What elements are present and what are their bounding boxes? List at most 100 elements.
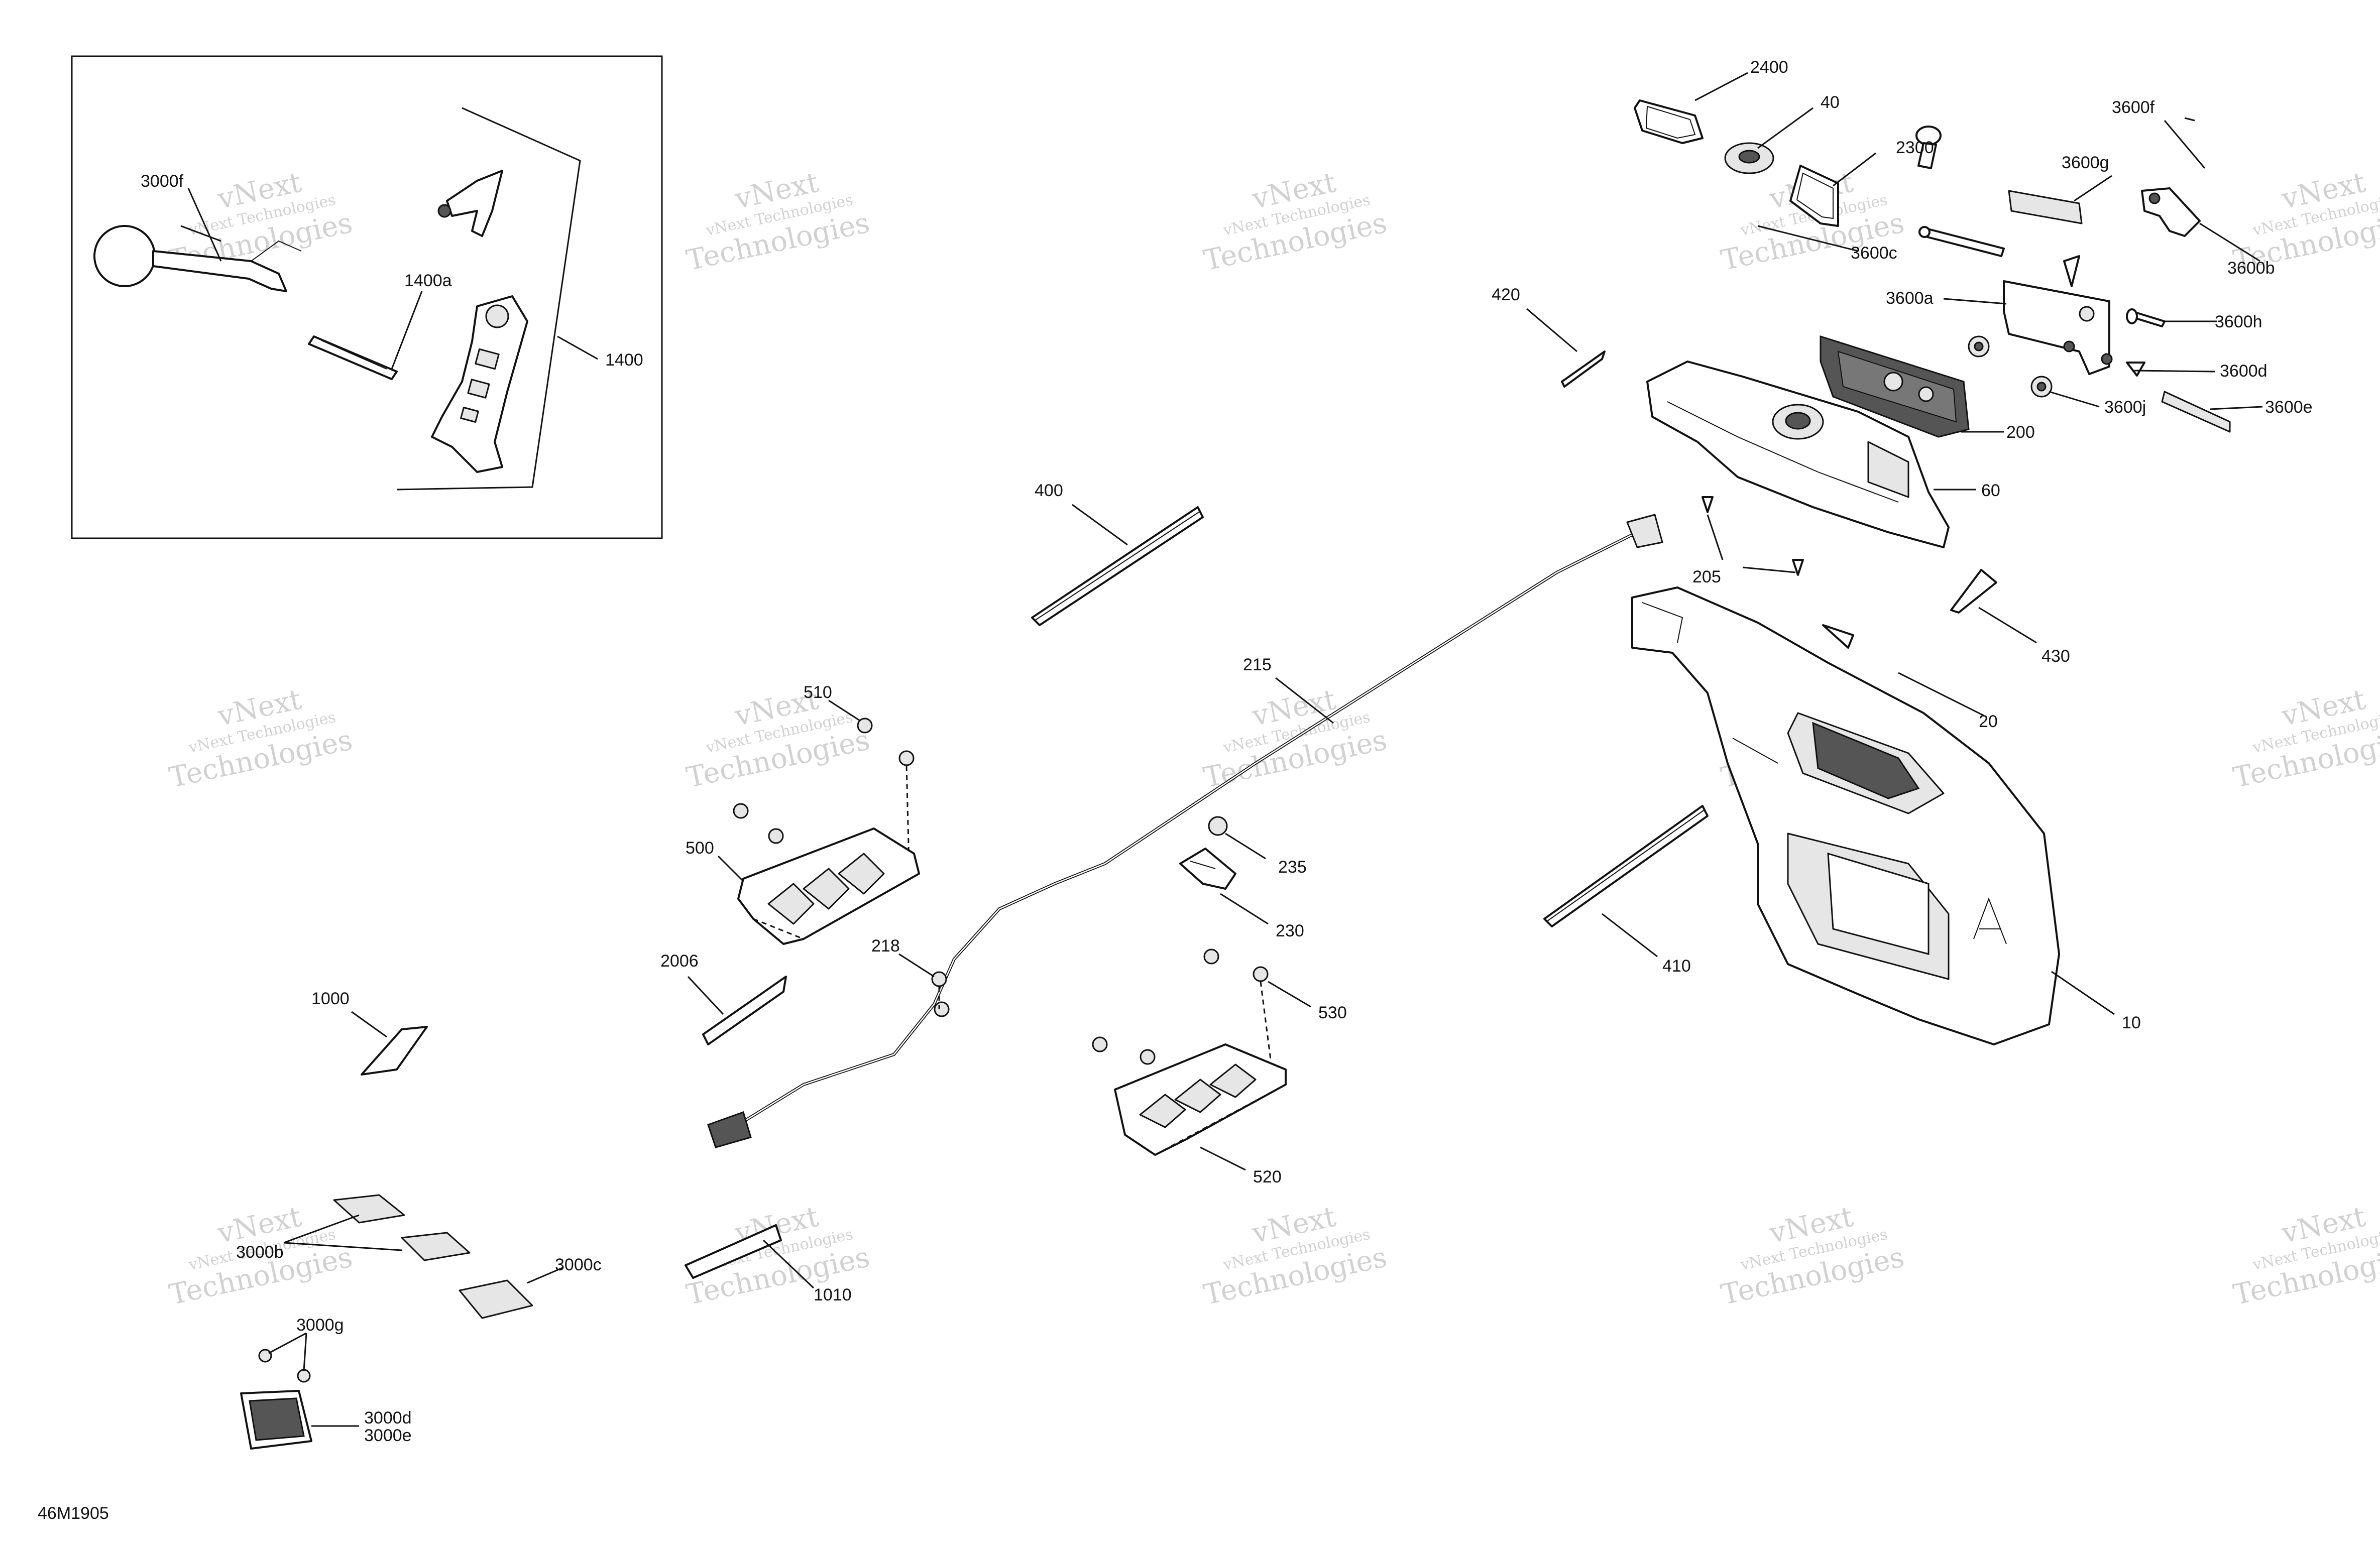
callout-3000g[interactable]: 3000g — [296, 1316, 344, 1335]
part-3600-nut-left[interactable] — [1968, 335, 1990, 358]
part-3600d-clip[interactable] — [2126, 362, 2145, 377]
callout-3600a[interactable]: 3600a — [1886, 289, 1934, 308]
part-3600g-pad[interactable] — [2008, 190, 2083, 224]
part-3000c-pad[interactable] — [459, 1279, 533, 1319]
part-1400a-strap[interactable] — [308, 335, 398, 380]
watermark: vNext Technologies Technologies vNext — [684, 166, 872, 277]
part-2400-decal[interactable] — [1634, 99, 1704, 144]
part-1400-wrench[interactable] — [431, 295, 528, 473]
part-1000-decal[interactable] — [361, 1026, 428, 1076]
part-500-footrest[interactable] — [737, 827, 920, 945]
part-430-decal[interactable] — [1950, 569, 1997, 614]
part-2300-decal[interactable] — [1789, 165, 1839, 227]
part-20-decal[interactable] — [1822, 624, 1854, 649]
part-3600f-knob[interactable] — [1915, 126, 1942, 169]
part-60-dash-cover[interactable] — [1646, 361, 1950, 548]
part-200-display[interactable] — [1820, 335, 1970, 438]
part-3000g-screws[interactable] — [258, 1349, 311, 1383]
part-3000f-mirror[interactable] — [93, 225, 302, 292]
part-400-decal[interactable] — [1031, 506, 1204, 626]
watermark: vNext Technologies Technologies vNext — [1201, 166, 1390, 277]
part-510-nut[interactable] — [733, 718, 915, 864]
part-1400-tool-small[interactable] — [437, 170, 503, 237]
part-3000b-pads[interactable] — [333, 1194, 471, 1261]
part-410-decal[interactable] — [1543, 805, 1709, 927]
callout-510[interactable]: 510 — [804, 683, 832, 702]
callout-410[interactable]: 410 — [1662, 957, 1691, 976]
callout-3600h[interactable]: 3600h — [2215, 312, 2262, 331]
watermark: vNext Technologies Technologies vNext — [1201, 683, 1390, 794]
watermark: vNext Technologies Technologies vNext — [1718, 1201, 1907, 1312]
callout-labels: 3000f 1400a 1400 2400 40 2300 3600f 3600… — [141, 58, 2313, 1445]
callout-200[interactable]: 200 — [2006, 423, 2035, 442]
callout-420[interactable]: 420 — [1492, 285, 1520, 304]
part-3000d-bezel[interactable] — [240, 1390, 312, 1450]
part-2006-decal[interactable] — [702, 976, 787, 1045]
part-3600j-nut[interactable] — [2030, 376, 2053, 398]
callout-2400[interactable]: 2400 — [1750, 58, 1788, 77]
callout-3000f[interactable]: 3000f — [141, 172, 184, 191]
watermark: vNext Technologies Technologies vNext — [166, 683, 355, 794]
connector-icon — [707, 1111, 752, 1148]
mirror-head-icon — [93, 225, 156, 287]
callout-3600e[interactable]: 3600e — [2265, 398, 2313, 417]
callout-500[interactable]: 500 — [686, 839, 714, 858]
part-3600h-bolt[interactable] — [2126, 308, 2166, 327]
part-230-clip[interactable] — [1179, 848, 1236, 890]
callout-400[interactable]: 400 — [1035, 481, 1063, 500]
part-3600-screw-upper[interactable] — [2063, 255, 2080, 287]
callout-230[interactable]: 230 — [1276, 921, 1304, 940]
callout-3600d[interactable]: 3600d — [2220, 362, 2268, 381]
callout-40[interactable]: 40 — [1821, 93, 1840, 112]
leader-lines — [180, 72, 2263, 1427]
part-10-front-panel[interactable] — [1631, 586, 2060, 1045]
part-3600a-housing[interactable] — [2003, 280, 2113, 375]
callout-520[interactable]: 520 — [1253, 1167, 1282, 1186]
callout-3000e[interactable]: 3000e — [364, 1426, 412, 1445]
callout-3000d[interactable]: 3000d — [364, 1408, 412, 1428]
document-id: 46M1905 — [38, 1504, 109, 1523]
group-bracket-1400 — [396, 107, 581, 491]
callout-1400[interactable]: 1400 — [605, 350, 643, 370]
callout-3600b[interactable]: 3600b — [2227, 259, 2275, 278]
callout-3600f[interactable]: 3600f — [2112, 98, 2155, 117]
callout-2300[interactable]: 2300 — [1896, 138, 1934, 157]
callout-530[interactable]: 530 — [1318, 1003, 1347, 1022]
callout-205[interactable]: 205 — [1692, 567, 1721, 586]
tool-kit-inset — [71, 55, 663, 539]
inset-border — [71, 55, 663, 539]
watermark: vNext Technologies Technologies vNext — [2230, 1201, 2380, 1312]
part-520-footrest[interactable] — [1114, 1043, 1287, 1156]
callout-1000[interactable]: 1000 — [311, 989, 350, 1008]
part-215-cable[interactable] — [707, 514, 1663, 1148]
callout-1400a[interactable]: 1400a — [404, 271, 452, 290]
watermark: vNext Technologies Technologies vNext — [1201, 1201, 1390, 1312]
callout-3600j[interactable]: 3600j — [2104, 398, 2146, 417]
part-1010-decal[interactable] — [685, 1224, 782, 1279]
callout-3000b[interactable]: 3000b — [236, 1243, 284, 1262]
callout-3600c[interactable]: 3600c — [1851, 244, 1897, 263]
part-3600e-strip[interactable] — [2161, 391, 2231, 433]
part-205-screws[interactable] — [1702, 496, 1804, 576]
callout-235[interactable]: 235 — [1278, 858, 1307, 877]
callout-3000c[interactable]: 3000c — [555, 1255, 602, 1274]
callout-20[interactable]: 20 — [1979, 712, 1998, 731]
callout-218[interactable]: 218 — [871, 936, 900, 956]
part-3600b-latch[interactable] — [2141, 187, 2201, 237]
callout-3600g[interactable]: 3600g — [2062, 153, 2109, 172]
part-218-screw[interactable] — [931, 971, 947, 1009]
callout-2006[interactable]: 2006 — [660, 952, 699, 971]
callout-1010[interactable]: 1010 — [814, 1285, 852, 1304]
part-3600c-pin[interactable] — [1918, 226, 2005, 257]
callout-10[interactable]: 10 — [2122, 1013, 2141, 1032]
part-40-cap[interactable] — [1724, 142, 1774, 174]
callout-60[interactable]: 60 — [1981, 481, 2000, 500]
watermark: vNext Technologies Technologies vNext — [684, 683, 872, 794]
part-530-nut[interactable] — [1092, 948, 1272, 1065]
callout-215[interactable]: 215 — [1243, 655, 1272, 674]
part-235-fastener[interactable] — [1208, 816, 1228, 836]
part-420-decal[interactable] — [1561, 350, 1606, 388]
connector-icon — [1626, 514, 1663, 548]
callout-430[interactable]: 430 — [2042, 647, 2070, 666]
